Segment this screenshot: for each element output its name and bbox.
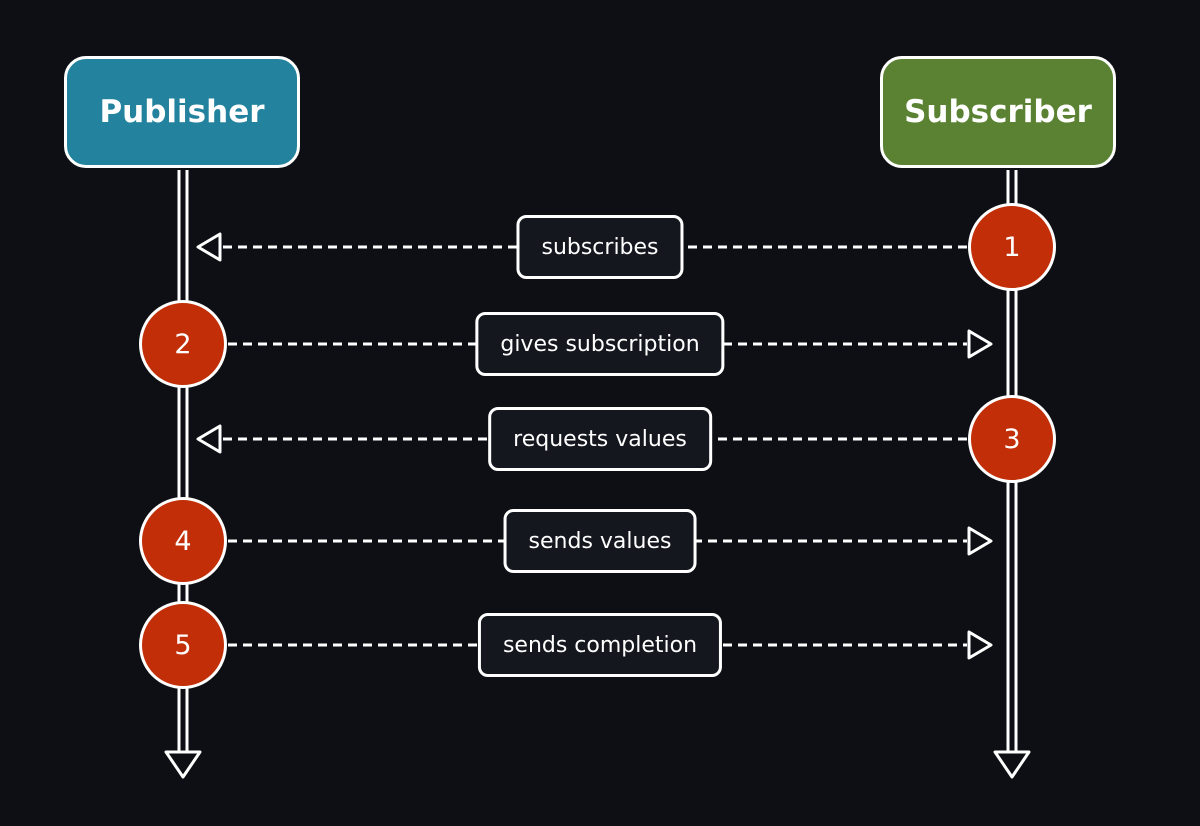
step-number: 2 xyxy=(174,328,192,360)
message-arrowhead xyxy=(196,232,222,262)
publisher-actor-box: Publisher xyxy=(64,56,300,168)
message-label-subscribes: subscribes xyxy=(516,215,684,279)
publisher-label: Publisher xyxy=(99,94,265,130)
message-label-text: sends completion xyxy=(502,632,698,658)
message-arrowhead xyxy=(967,630,993,660)
message-label-requests-values: requests values xyxy=(488,407,712,471)
subscriber-actor-box: Subscriber xyxy=(880,56,1116,168)
message-label-text: subscribes xyxy=(541,234,659,260)
step-number: 1 xyxy=(1003,231,1021,263)
message-arrowhead xyxy=(196,424,222,454)
step-badge-1: 1 xyxy=(968,203,1056,291)
message-label-sends-values: sends values xyxy=(503,509,697,573)
step-number: 4 xyxy=(174,525,192,557)
step-badge-5: 5 xyxy=(139,601,227,689)
message-label-text: requests values xyxy=(513,426,687,452)
step-badge-2: 2 xyxy=(139,300,227,388)
publisher-lifeline-arrowhead xyxy=(164,750,202,779)
message-arrowhead xyxy=(967,329,993,359)
message-label-gives-subscription: gives subscription xyxy=(475,312,725,376)
message-label-sends-completion: sends completion xyxy=(477,613,723,677)
subscriber-label: Subscriber xyxy=(904,94,1092,130)
step-number: 3 xyxy=(1003,423,1021,455)
step-badge-4: 4 xyxy=(139,497,227,585)
step-number: 5 xyxy=(174,629,192,661)
message-arrowhead xyxy=(967,526,993,556)
message-label-text: gives subscription xyxy=(500,331,700,357)
subscriber-lifeline-arrowhead xyxy=(993,750,1031,779)
message-label-text: sends values xyxy=(528,528,672,554)
step-badge-3: 3 xyxy=(968,395,1056,483)
